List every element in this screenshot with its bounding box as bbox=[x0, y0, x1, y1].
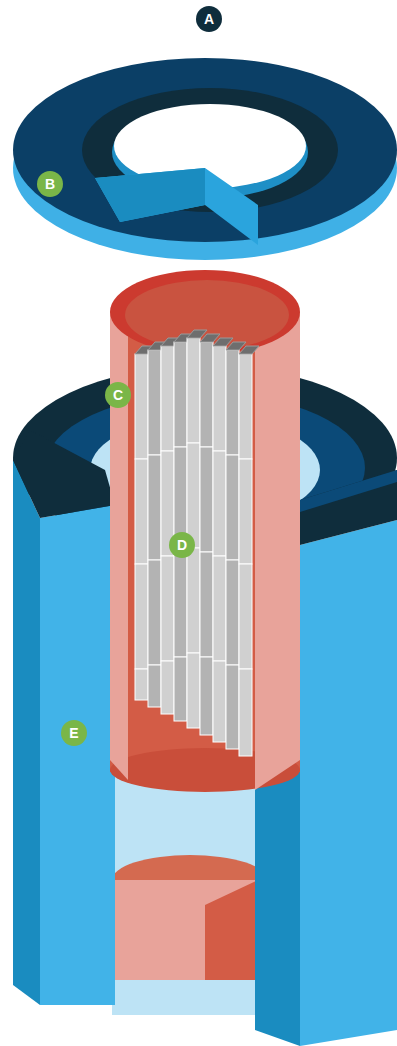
fuel-rod-segment bbox=[148, 560, 161, 665]
fuel-rod-segment bbox=[200, 447, 213, 552]
callout-letter: D bbox=[169, 532, 195, 558]
callout-letter: A bbox=[196, 6, 222, 32]
shell-left-edge bbox=[13, 460, 40, 1005]
fuel-rod-segment bbox=[213, 661, 226, 742]
fuel-rod-segment bbox=[161, 556, 174, 661]
fuel-rod-segment bbox=[239, 564, 252, 669]
shell-right-band bbox=[300, 470, 397, 512]
fuel-rod-segment bbox=[213, 346, 226, 451]
cask-lid bbox=[13, 58, 397, 260]
fuel-rod-segment bbox=[239, 354, 252, 459]
shell-left-face bbox=[40, 505, 115, 1005]
fuel-rod-segment bbox=[187, 548, 200, 653]
fuel-rod-segment bbox=[187, 338, 200, 443]
fuel-assemblies bbox=[135, 330, 259, 756]
canister-opening bbox=[125, 280, 289, 350]
fuel-rod-segment bbox=[226, 350, 239, 455]
canister bbox=[110, 270, 300, 792]
shell-right-face bbox=[300, 520, 397, 1046]
fuel-top bbox=[239, 346, 259, 354]
fuel-rod-segment bbox=[148, 455, 161, 560]
shell-left-cut bbox=[13, 430, 115, 518]
fuel-rod-segment bbox=[200, 657, 213, 735]
fuel-rod-segment bbox=[148, 350, 161, 455]
fuel-rod-segment bbox=[174, 342, 187, 447]
fuel-rod-segment bbox=[213, 451, 226, 556]
lid-cutaway-face bbox=[95, 168, 205, 222]
fuel-rod-segment bbox=[135, 564, 148, 669]
fuel-rod-segment bbox=[226, 455, 239, 560]
fuel-rod-segment bbox=[213, 556, 226, 661]
callout-letter: B bbox=[37, 171, 63, 197]
cask-body bbox=[13, 366, 397, 1046]
fuel-rod-segment bbox=[174, 657, 187, 721]
fuel-rod-segment bbox=[187, 443, 200, 548]
canister-wall-right bbox=[255, 312, 300, 790]
fuel-rod-segment bbox=[226, 665, 239, 749]
canister-base-cut bbox=[205, 880, 258, 980]
lid-cutaway bbox=[95, 168, 258, 245]
fuel-rod-segment bbox=[239, 669, 252, 756]
callout-letter: E bbox=[61, 720, 87, 746]
fuel-rod-segment bbox=[187, 653, 200, 728]
fuel-rod-segment bbox=[200, 342, 213, 447]
fuel-rod-segment bbox=[135, 459, 148, 564]
canister-rim bbox=[110, 270, 300, 354]
fuel-rod-segment bbox=[135, 669, 148, 700]
fuel-rod-segment bbox=[161, 661, 174, 714]
canister-base-side bbox=[112, 880, 258, 980]
fuel-rod-segment bbox=[135, 354, 148, 459]
fuel-rod-segment bbox=[200, 552, 213, 657]
fuel-rod-segment bbox=[148, 665, 161, 707]
callout-letter: C bbox=[105, 382, 131, 408]
fuel-rod-segment bbox=[226, 560, 239, 665]
fuel-rod-segment bbox=[174, 552, 187, 657]
fuel-rod-segment bbox=[161, 346, 174, 451]
lid-top bbox=[13, 58, 397, 242]
fuel-rod-segment bbox=[239, 459, 252, 564]
